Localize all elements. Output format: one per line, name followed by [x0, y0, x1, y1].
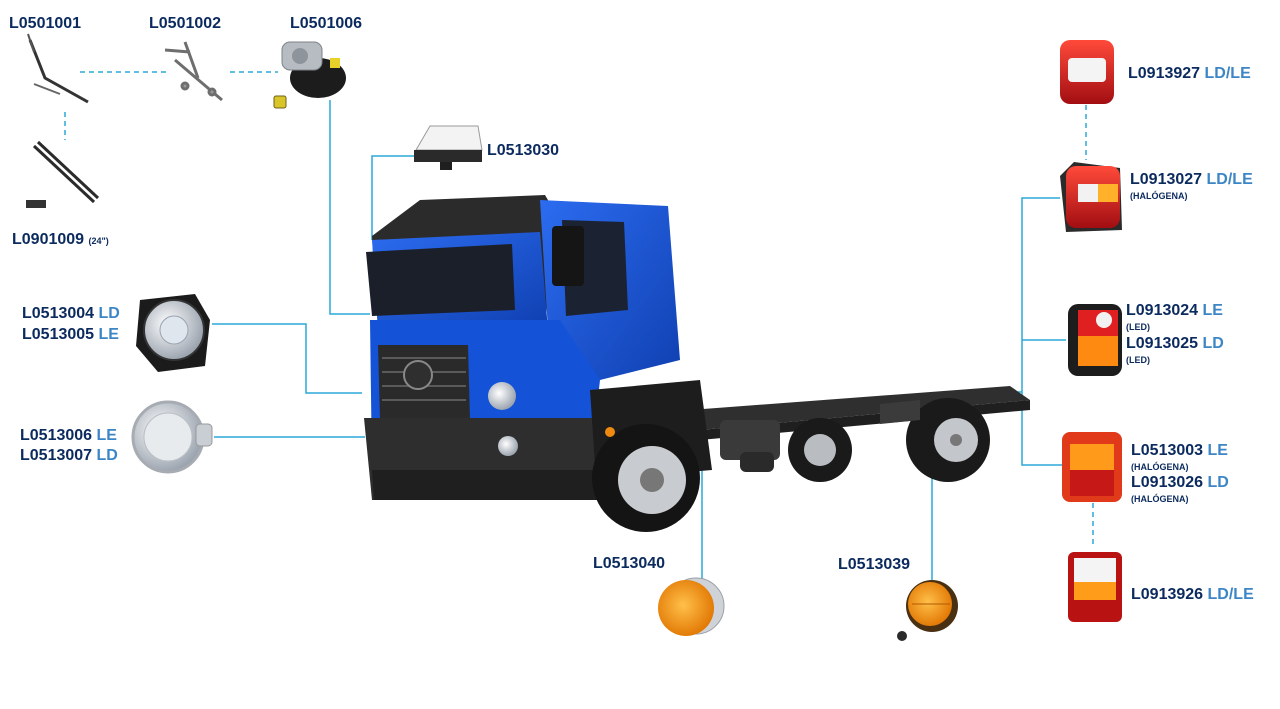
tail-lamp-3-label: L0913024 LE	[1126, 301, 1223, 321]
tail-lamp-5-part	[1068, 552, 1122, 622]
headlamp-part	[136, 294, 210, 372]
wiper-blade-part	[26, 140, 100, 208]
wiper-motor-label: L0501006	[290, 14, 362, 34]
tail-lamp-2-part	[1060, 162, 1122, 232]
wiper-blade-size: (24")	[88, 236, 109, 246]
tail-lamp-5-code: L0513003	[1131, 442, 1204, 459]
tail-lamp-6-side: LD	[1207, 474, 1229, 491]
roof-lamp-code: L0513030	[487, 142, 560, 159]
foglamp-label-ld: L0513007 LD	[20, 446, 118, 466]
roof-lamp-label: L0513030	[487, 141, 559, 161]
headlamp-le-code: L0513005	[22, 326, 95, 343]
headlamp-le-side: LE	[98, 326, 119, 343]
foglamp-label-le: L0513006 LE	[20, 426, 117, 446]
tail-lamp-2-code: L0913027	[1130, 171, 1203, 188]
tail-lamp-6-code: L0913026	[1131, 474, 1204, 491]
foglamp-ld-side: LD	[96, 447, 118, 464]
wiper-linkage-code: L0501002	[149, 15, 222, 32]
foglamp-le-side: LE	[96, 427, 117, 444]
wiper-blade-code: L0901009	[12, 231, 85, 248]
truck-illustration	[364, 195, 1030, 532]
tail-lamp-6-label: L0913026 LD	[1131, 473, 1229, 493]
tail-lamp-3-part	[1068, 304, 1122, 376]
tail-lamp-3-code: L0913024	[1126, 302, 1199, 319]
headlamp-label-le: L0513005 LE	[22, 325, 119, 345]
wiper-linkage-part	[164, 41, 223, 102]
tail-lamp-4-side: LD	[1202, 335, 1224, 352]
headlamp-label-ld: L0513004 LD	[22, 304, 120, 324]
tail-lamp-3-note: (LED)	[1126, 322, 1150, 332]
headlamp-ld-code: L0513004	[22, 305, 95, 322]
tail-lamp-5-label: L0513003 LE	[1131, 441, 1228, 461]
headlamp-ld-side: LD	[98, 305, 120, 322]
side-marker-front-part	[658, 577, 725, 636]
tail-lamp-4-part	[1062, 432, 1122, 502]
tail-lamp-2-label: L0913027 LD/LE	[1130, 170, 1253, 190]
tail-lamp-6-note: (HALÓGENA)	[1131, 494, 1189, 504]
wiper-arm-label: L0501001	[9, 14, 81, 34]
wiper-motor-code: L0501006	[290, 15, 363, 32]
tail-lamp-4-code: L0913025	[1126, 335, 1199, 352]
fog-lamp-part	[131, 400, 213, 474]
wiper-arm-part	[27, 33, 89, 104]
roof-lamp-part	[414, 125, 483, 170]
wiper-blade-label: L0901009 (24")	[12, 230, 109, 251]
tail-lamp-2-side: LD/LE	[1206, 171, 1253, 188]
tail-lamp-7-label: L0913926 LD/LE	[1131, 585, 1254, 605]
side-marker-front-label: L0513040	[593, 554, 665, 574]
foglamp-ld-code: L0513007	[20, 447, 93, 464]
tail-lamp-4-label: L0913025 LD	[1126, 334, 1224, 354]
wiper-motor-part	[273, 41, 346, 109]
tail-lamp-7-code: L0913926	[1131, 586, 1204, 603]
tail-lamp-7-side: LD/LE	[1207, 586, 1254, 603]
tail-lamp-1-code: L0913927	[1128, 65, 1201, 82]
tail-lamp-3-side: LE	[1202, 302, 1223, 319]
tail-lamp-1-side: LD/LE	[1204, 65, 1251, 82]
tail-lamp-5-note: (HALÓGENA)	[1131, 462, 1189, 472]
side-marker-front-code: L0513040	[593, 555, 666, 572]
foglamp-le-code: L0513006	[20, 427, 93, 444]
wiper-linkage-label: L0501002	[149, 14, 221, 34]
tail-lamp-4-note: (LED)	[1126, 355, 1150, 365]
side-marker-rear-code: L0513039	[838, 556, 911, 573]
tail-lamp-2-note: (HALÓGENA)	[1130, 191, 1188, 201]
side-marker-rear-part	[897, 580, 958, 641]
tail-lamp-5-side: LE	[1207, 442, 1228, 459]
side-marker-rear-label: L0513039	[838, 555, 910, 575]
tail-lamp-1-part	[1060, 40, 1114, 104]
tail-lamp-1-label: L0913927 LD/LE	[1128, 64, 1251, 84]
wiper-arm-code: L0501001	[9, 15, 82, 32]
